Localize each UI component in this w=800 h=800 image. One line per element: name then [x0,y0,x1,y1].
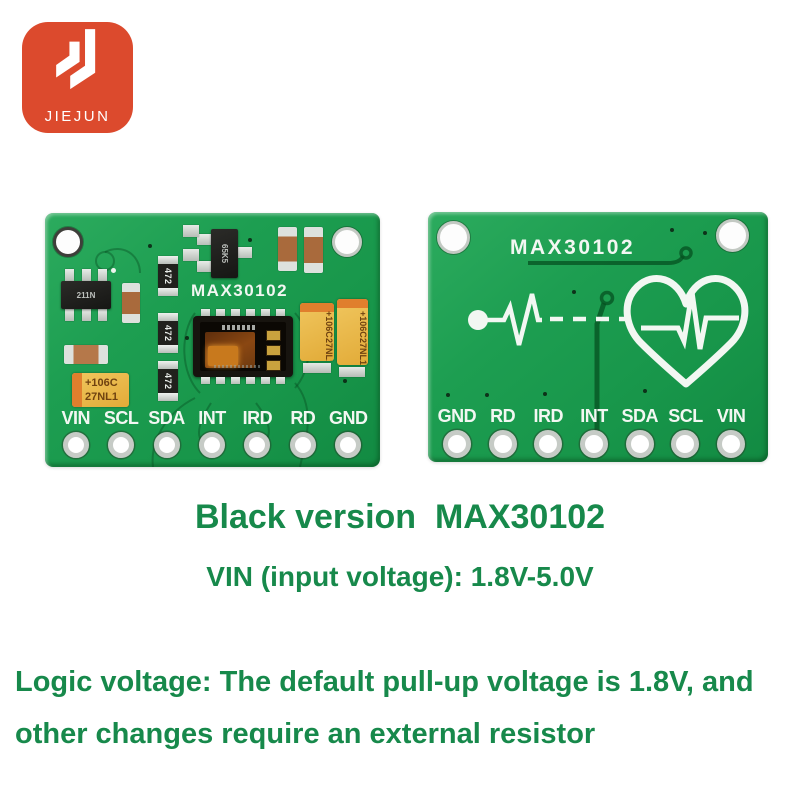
pin-pad-sda [153,432,180,458]
regulator-ic: 211N [61,269,111,321]
transistor: 65K5 [197,229,252,278]
tantalum-marking: +106C [324,311,334,338]
product-title: Black version MAX30102 [194,498,606,536]
pin-label-rd: RD [490,406,516,426]
pin-pad-rd [488,430,517,458]
pin-label-ird: IRD [533,406,564,426]
logic-voltage-note-line1: Logic voltage: The default pull-up volta… [15,666,754,698]
pin-label-ird: IRD [242,408,273,428]
pin-label-row-back: GND RD IRD INT SDA SCL VIN [434,406,754,427]
pin-pad-row-front [53,432,371,458]
capacitor [64,345,108,364]
pin-pad-vin [62,432,89,458]
solder-pad [303,363,331,373]
max30102-sensor-chip [193,309,293,384]
pcb-module-back: MAX30102 GND RD IRD INT SDA SCL VIN [428,212,768,462]
pin-pad-gnd [335,432,362,458]
capacitor [122,283,140,323]
transistor-marking: 65K5 [220,243,229,264]
mounting-hole [332,227,362,257]
pin-pad-sda [625,430,654,458]
pin-pad-row-back [434,430,754,458]
resistor-472: 472 [158,361,178,401]
tantalum-capacitor: +106C 27NL1 [300,303,334,361]
pin-pad-int [198,432,225,458]
pin-pad-int [580,430,609,458]
pin-pad-vin [717,430,746,458]
pin-pad-scl [671,430,700,458]
pcb-module-front: 211N 65K5 472 472 472 M [45,213,380,467]
solder-pad [183,225,199,237]
capacitor [278,227,297,271]
tantalum-capacitor: +106C 27NL1 [337,299,368,365]
solder-pad [183,249,199,261]
brand-logo-text: JIEJUN [44,108,111,125]
silkscreen-dot [111,268,116,273]
pin-label-vin: VIN [716,406,746,426]
resistor-472: 472 [158,256,178,296]
pin-pad-scl [108,432,135,458]
pin-label-vin: VIN [61,408,90,428]
brand-logo-j-icon [56,29,96,90]
pcb-art-back [446,228,749,445]
tantalum-marking: +106C [85,377,118,389]
mounting-hole [437,221,470,254]
voltage-spec: VIN (input voltage): 1.8V-5.0V [206,561,594,592]
pin-label-sda: SDA [148,408,185,428]
tantalum-marking: 27NL1 [324,337,334,361]
regulator-marking: 211N [76,290,96,300]
tantalum-marking: +106C [358,311,368,338]
tantalum-capacitor: +106C 27NL1 [72,373,129,407]
pin-pad-rd [289,432,316,458]
tantalum-marking: 27NL1 [358,337,368,365]
pin-label-row-front: VIN SCL SDA INT IRD RD GND [53,408,371,429]
sensor-led-glow [208,346,238,366]
heart-icon [623,275,749,388]
heartbeat-icon [641,291,739,350]
pin-label-sda: SDA [621,406,658,426]
brand-logo: JIEJUN [22,22,133,133]
tantalum-marking: 27NL1 [85,391,119,403]
solder-pad [339,367,365,377]
logic-voltage-note-line2: other changes require an external resist… [15,718,596,750]
capacitor [304,227,323,273]
silkscreen-title-back: MAX30102 [510,236,636,259]
mounting-hole [716,219,749,252]
pin-label-scl: SCL [103,408,139,428]
pin-pad-gnd [442,430,471,458]
sensor-led-array [266,330,281,371]
pin-label-int: INT [580,406,608,426]
resistor-472: 472 [158,313,178,353]
pin-label-gnd: GND [328,408,368,428]
pin-label-gnd: GND [437,406,477,426]
pin-pad-ird [534,430,563,458]
silkscreen-title-front: MAX30102 [191,281,289,300]
sensor-window [200,322,286,371]
mounting-hole [53,227,83,257]
pin-label-scl: SCL [668,406,703,426]
pin-label-rd: RD [290,408,316,428]
pin-pad-ird [244,432,271,458]
pin-label-int: INT [198,408,226,428]
